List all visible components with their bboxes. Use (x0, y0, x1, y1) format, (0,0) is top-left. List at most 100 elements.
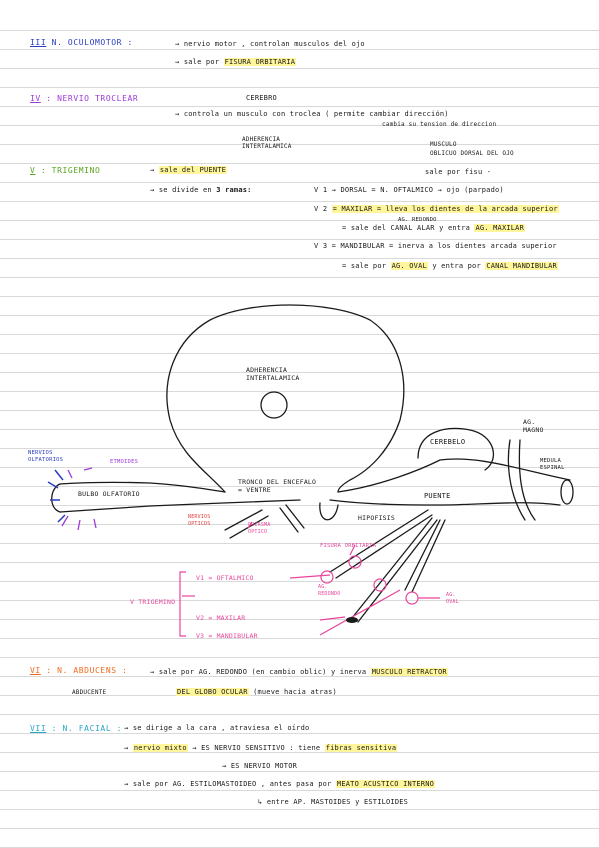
label-v2: V2 = MAXILAR (196, 614, 246, 622)
branch-v3-sub-mid: y entra por (432, 262, 481, 270)
section-5-header: V : TRIGEMINO (30, 166, 100, 176)
section-6-line1: → sale por AG. REDONDO (en cambio oblic)… (150, 668, 448, 677)
branch-v1-label: V 1 (314, 186, 328, 194)
section-6-header: VI : N. ABDUCENS : (30, 666, 128, 676)
section-7-text3: sale por AG. ESTILOMASTOIDEO , antes pas… (132, 780, 332, 788)
section-4-line: → controla un musculo con troclea ( perm… (175, 110, 449, 119)
section-3-line2: → sale por FISURA ORBITARIA (175, 58, 297, 67)
section-5-text2: se divide en (158, 186, 212, 194)
section-5-line2: → se divide en 3 ramas: (150, 186, 252, 195)
trigeminal-v1-a (329, 509, 429, 573)
section-5-line1: → sale del PUENTE (150, 166, 228, 175)
branch-v2-sub: = sale del CANAL ALAR y entra AG. MAXILA… (342, 224, 526, 233)
nerve-ends (346, 617, 358, 623)
trigeminal-v3-a (404, 519, 441, 591)
arrow-icon: → (124, 744, 129, 752)
optic-nerve-2 (279, 507, 299, 533)
branch-v3-label: V 3 (314, 242, 328, 250)
branch-v2: V 2 = MAXILAR = lleva los dientes de la … (314, 205, 559, 214)
label-fisura: FISURA ORBITARIA (320, 543, 377, 549)
label-etmoides: ETMOIDES (110, 459, 139, 465)
branch-v3-sub-pre: = sale por (342, 262, 387, 270)
section-4-text: controla un musculo con troclea ( permit… (183, 110, 449, 118)
label-nervios-opticos: NERVIOS OPTICOS (188, 514, 211, 527)
section-5-number: V (30, 166, 36, 175)
section-7-sensitive: → ES NERVIO SENSITIVO : tiene (192, 744, 321, 752)
section-4-header: IV : NERVIO TROCLEAR (30, 94, 138, 104)
section-4-number: IV (30, 94, 41, 103)
label-adherencia: ADHERENCIA INTERTALAMICA (246, 366, 300, 382)
section-7-title: : N. FACIAL : (51, 724, 123, 733)
adherencia-circle (260, 391, 288, 419)
label-v3: V3 = MANDIBULAR (196, 632, 258, 640)
olfactory-tract-top (59, 481, 226, 493)
section-7-highlight3: MEATO ACUSTICO INTERNO (335, 780, 436, 788)
section-7-number: VII (30, 724, 47, 733)
label-puente: PUENTE (424, 492, 451, 500)
section-3-text1: nervio motor , controlan musculos del oj… (183, 40, 365, 48)
trigeminal-v2-b (357, 519, 438, 623)
arrow-icon: → (150, 668, 155, 676)
arrow-icon: → (150, 166, 155, 174)
section-6-highlight2: DEL GLOBO OCULAR (176, 688, 249, 696)
label-ag-oval: AG. OVAL (446, 592, 459, 605)
section-3-text2: sale por (183, 58, 220, 66)
hypophysis (319, 502, 339, 521)
section-4-title: : NERVIO TROCLEAR (46, 94, 139, 103)
branch-v2-note: AG. REDONDO (398, 217, 437, 223)
section-6-number: VI (30, 666, 41, 675)
optic-nerve-1 (224, 509, 263, 531)
branch-v2-sub-post: y entra (439, 224, 471, 232)
arrow-icon: → (124, 780, 129, 788)
arrow-icon: → (175, 58, 180, 66)
section-6-title: : N. ABDUCENS : (46, 666, 128, 675)
olfactory-tract-bottom (59, 499, 301, 513)
section-5-right-note: sale por fisu - (425, 168, 492, 176)
label-quiasma: QUIASMA OPTICO (248, 522, 271, 535)
section-3-line1: → nervio motor , controlan musculos del … (175, 40, 365, 49)
section-4-top-label: CEREBRO (246, 94, 277, 102)
cerebrum-outline (166, 304, 405, 493)
section-7-line3: → sale por AG. ESTILOMASTOIDEO , antes p… (124, 780, 436, 789)
section-6-left: ABDUCENTE (72, 689, 107, 696)
arrow-icon: → (124, 724, 129, 732)
section-5-highlight1: sale del PUENTE (158, 166, 228, 174)
section-4-right-note: MUSCULO OBLICUO DORSAL DEL OJO (430, 141, 514, 157)
magno-line-2 (518, 439, 536, 521)
purple-markers (61, 467, 97, 531)
blue-markers (47, 469, 66, 523)
section-3-highlight: FISURA ORBITARIA (223, 58, 297, 66)
section-5-bold: 3 ramas: (216, 186, 252, 194)
section-3-header: III N. OCULOMOTOR : (30, 38, 133, 48)
section-7-header: VII : N. FACIAL : (30, 724, 122, 734)
arrow-icon: → (175, 40, 180, 48)
label-ag-magno: AG. MAGNO (523, 418, 544, 434)
section-7-text1: se dirige a la cara , atraviesa el oírdo (132, 724, 310, 732)
label-bulbo: BULBO OLFATORIO (78, 490, 140, 498)
section-5-title: : TRIGEMINO (40, 166, 101, 175)
branch-v3-sub-hl1: AG. OVAL (390, 262, 428, 270)
branch-v2-sub-hl: AG. MAXILAR (474, 224, 526, 232)
section-7-highlight: nervio mixto (132, 744, 188, 752)
section-7-line2: → nervio mixto → ES NERVIO SENSITIVO : t… (124, 744, 398, 753)
section-7-line4: ↳ entre AP. MASTOIDES y ESTILOIDES (258, 798, 409, 806)
section-7-sensitive-hl: fibras sensitiva (324, 744, 398, 752)
trigeminal-v3-b (411, 519, 446, 593)
label-v1: V1 = OFTALMICO (196, 574, 254, 582)
section-7-line1: → se dirige a la cara , atraviesa el oír… (124, 724, 309, 733)
magno-line-1 (507, 439, 526, 521)
section-3-number: III (30, 38, 47, 47)
section-6-text1: sale por AG. REDONDO (en cambio oblic) y… (158, 668, 367, 676)
trigeminal-v2-a (351, 517, 433, 619)
trunk-bottom (329, 499, 561, 506)
trunk-top (337, 458, 571, 493)
branch-v2-sub-pre: = sale del CANAL ALAR (342, 224, 435, 232)
label-medula: MEDULA ESPINAL (540, 458, 565, 471)
branch-v3: V 3 = MANDIBULAR = inerva a los dientes … (314, 242, 557, 251)
spinal-cord-end (560, 479, 574, 505)
pink-markers (179, 521, 440, 637)
bulb-outline (51, 483, 61, 513)
section-6-highlight1: MUSCULO RETRACTOR (370, 668, 448, 676)
